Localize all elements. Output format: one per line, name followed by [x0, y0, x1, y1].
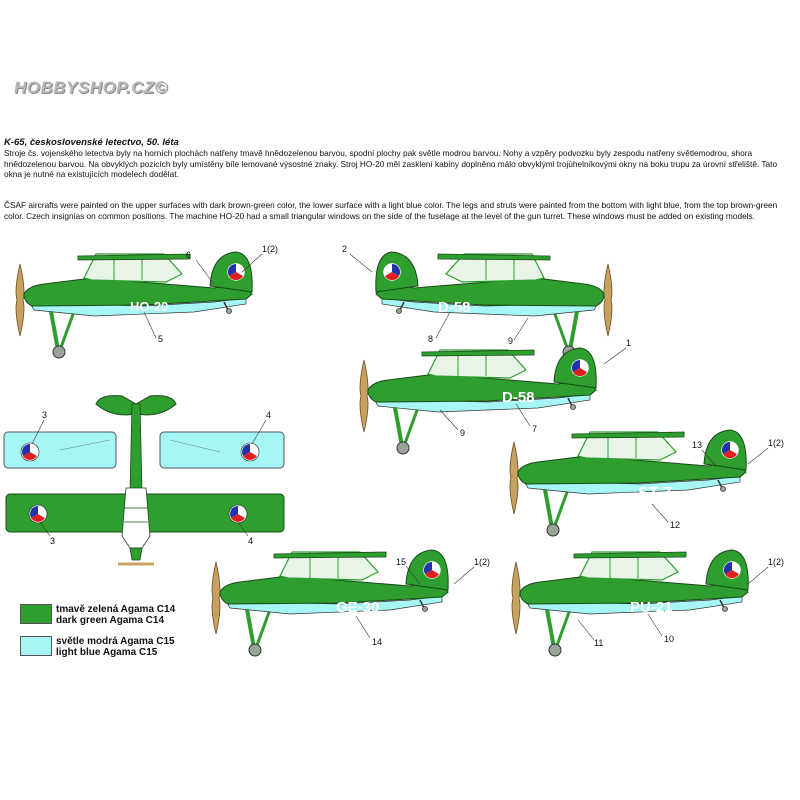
registration-d-58-lower: D-58: [502, 389, 535, 406]
registration-ge-30: GE-30: [336, 599, 379, 616]
callout-ge-30-1-2: 1(2): [474, 557, 490, 567]
callout-planform-4-top: 4: [266, 410, 271, 420]
callout-st-7-12: 12: [670, 520, 680, 530]
callout-planform-3-bottom: 3: [50, 536, 55, 546]
callout-ho-20-6: 6: [186, 250, 191, 260]
callout-pu-21-1-2: 1(2): [768, 557, 784, 567]
legend-light-blue-en: light blue Agama C15: [56, 647, 158, 658]
callout-ge-30-15: 15: [396, 557, 406, 567]
legend-light-blue-cz: světle modrá Agama C15: [56, 636, 175, 647]
callout-pu-21-11: 11: [594, 638, 603, 648]
callouts: 6 1(2) 5 2 8 9 1 9 7 13 1(2) 12 15 1(2) …: [31, 244, 784, 648]
legend-dark-green-en: dark green Agama C14: [56, 615, 165, 626]
registration-st-7: ST-7: [638, 485, 672, 502]
legend-swatch-light-blue: [20, 636, 52, 656]
callout-d-58-lower-7: 7: [532, 424, 537, 434]
hobbyshop-watermark: HOBBYSHOP.CZ©: [14, 78, 168, 97]
callout-planform-3-top: 3: [42, 410, 47, 420]
callout-d-58-upper-9: 9: [508, 336, 513, 346]
callout-planform-4-bottom: 4: [248, 536, 253, 546]
aircraft-d-58-upper: [373, 250, 614, 360]
aircraft-ho-20: HO-20: [14, 250, 255, 360]
sheet-title: K-65, československé letectvo, 50. léta: [4, 137, 179, 148]
aircraft-ge-30: [210, 548, 451, 658]
registration-ho-20: HO-20: [130, 299, 168, 314]
callout-d-58-lower-1: 1: [626, 338, 631, 348]
legend-swatch-dark-green: [20, 604, 52, 624]
callout-st-7-1-2: 1(2): [768, 438, 784, 448]
callout-st-7-13: 13: [692, 440, 702, 450]
registration-d-58-upper: D-58: [438, 299, 471, 316]
legend-dark-green-cz: tmavě zelená Agama C14: [56, 604, 176, 615]
callout-ho-20-1-2: 1(2): [262, 244, 278, 254]
planform-top-view: [3, 395, 285, 566]
callout-d-58-upper-2: 2: [342, 244, 347, 254]
registration-pu-21: PU-21: [630, 599, 673, 616]
description-czech: Stroje čs. vojenského letectva byly na h…: [4, 148, 778, 180]
callout-pu-21-10: 10: [664, 634, 674, 644]
description-english: ČSAF aircrafts were painted on the upper…: [4, 200, 778, 221]
aircraft-d-58-lower: [358, 346, 599, 456]
callout-ho-20-5: 5: [158, 334, 163, 344]
callout-d-58-upper-8: 8: [428, 334, 433, 344]
callout-d-58-lower-9: 9: [460, 428, 465, 438]
callout-ge-30-14: 14: [372, 637, 382, 647]
aircraft-st-7: [508, 428, 749, 538]
